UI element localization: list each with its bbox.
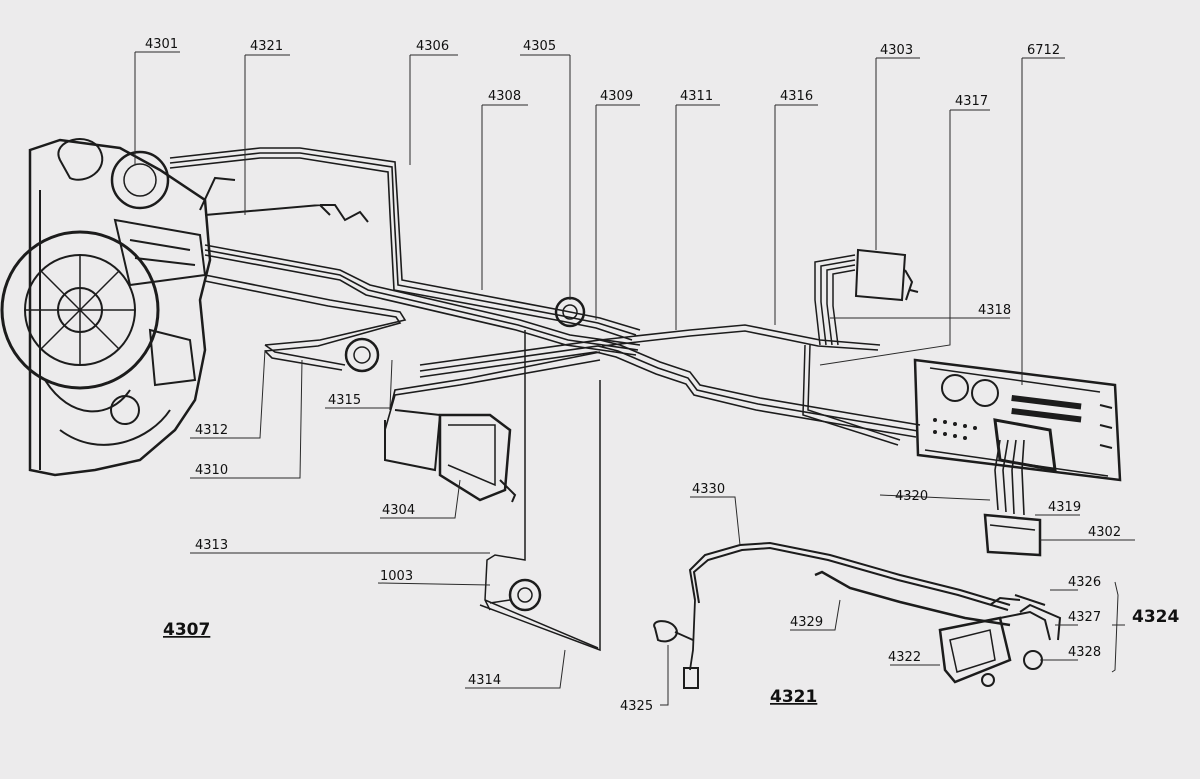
label-4325: 4325 (620, 699, 653, 714)
label-4317: 4317 (955, 94, 988, 109)
label-4321-top: 4321 (250, 39, 283, 54)
label-4318: 4318 (978, 303, 1011, 318)
label-4303: 4303 (880, 43, 913, 58)
harness-upper (169, 147, 641, 341)
label-4310: 4310 (195, 463, 228, 478)
label-4327: 4327 (1068, 610, 1101, 625)
engine-assembly (0, 138, 369, 477)
label-4307: 4307 (163, 620, 210, 640)
label-4312: 4312 (195, 423, 228, 438)
label-4324: 4324 (1132, 607, 1179, 627)
instrument-panel-6712 (913, 358, 1122, 482)
harness-to-4303 (802, 254, 901, 446)
label-4320: 4320 (895, 489, 928, 504)
label-4311: 4311 (680, 89, 713, 104)
label-4302: 4302 (1088, 525, 1121, 540)
label-4322: 4322 (888, 650, 921, 665)
label-4306: 4306 (416, 39, 449, 54)
label-4330: 4330 (692, 482, 725, 497)
component-4303 (854, 248, 919, 302)
label-6712: 6712 (1027, 43, 1060, 58)
label-4319: 4319 (1048, 500, 1081, 515)
label-4314: 4314 (468, 673, 501, 688)
label-4329: 4329 (790, 615, 823, 630)
component-4302 (983, 439, 1042, 557)
label-4321-bottom: 4321 (770, 687, 817, 707)
harness-middle (204, 244, 641, 356)
label-4326: 4326 (1068, 575, 1101, 590)
label-4316: 4316 (780, 89, 813, 104)
harness-4321 (653, 541, 1062, 689)
horn-4304 (384, 409, 517, 503)
part-labels: 4301 4321 4306 4305 4303 6712 4308 4309 … (145, 37, 1179, 714)
label-4308: 4308 (488, 89, 521, 104)
connector-4315 (344, 337, 380, 373)
harness-lower (204, 274, 407, 371)
label-4305: 4305 (523, 39, 556, 54)
label-4315: 4315 (328, 393, 361, 408)
label-4313: 4313 (195, 538, 228, 553)
label-1003: 1003 (380, 569, 413, 584)
connector-1003 (489, 578, 542, 612)
label-4328: 4328 (1068, 645, 1101, 660)
label-4309: 4309 (600, 89, 633, 104)
routed-wires (479, 330, 601, 652)
leader-lines (134, 51, 1135, 706)
label-4304: 4304 (382, 503, 415, 518)
label-4301: 4301 (145, 37, 178, 52)
